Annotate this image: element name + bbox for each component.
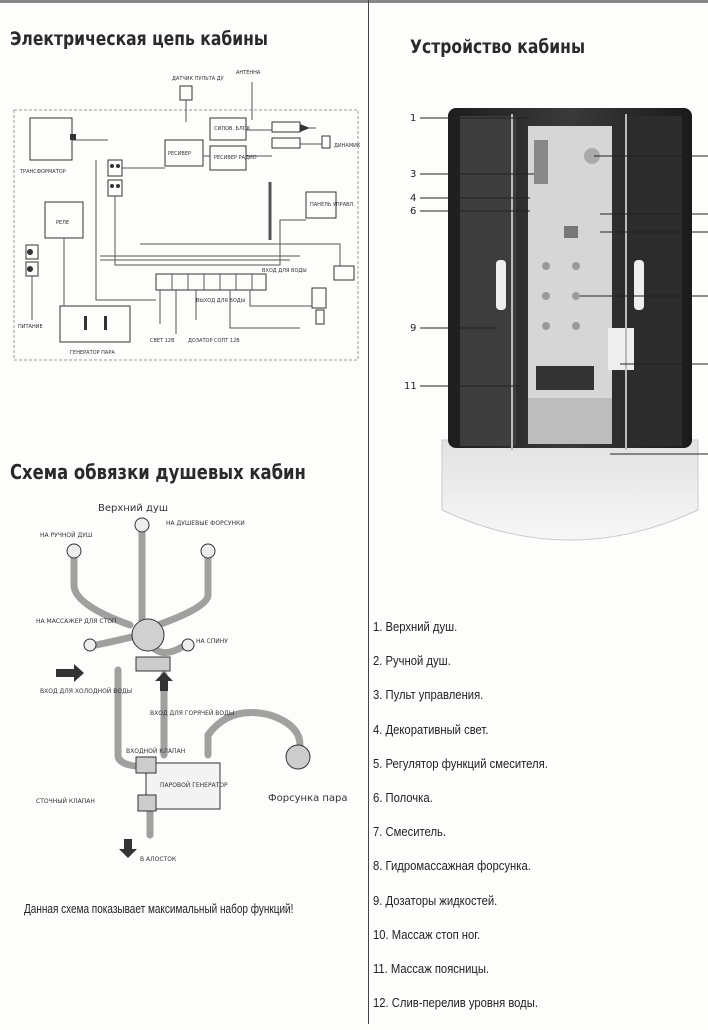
label-control-panel: ПАНЕЛЬ УПРАВЛ. bbox=[310, 202, 355, 208]
heading-plumbing-scheme: Схема обвязки душевых кабин bbox=[10, 460, 306, 484]
label-top-shower: Верхний душ bbox=[98, 503, 168, 514]
label-speaker: ДИНАМИК bbox=[334, 143, 361, 149]
list-item: 10. Массаж стоп ног. bbox=[373, 927, 481, 942]
label-steam-gen: ПАРОВОЙ ГЕНЕРАТОР bbox=[160, 782, 228, 789]
label-steam-generator: ГЕНЕРАТОР ПАРА bbox=[70, 350, 115, 356]
list-item: 2. Ручной душ. bbox=[373, 654, 451, 669]
label-remote-sensor: ДАТЧИК ПУЛЬТА ДУ bbox=[172, 76, 224, 82]
label-dispenser: ДОЗАТОР СОПТ 12В bbox=[188, 338, 240, 344]
label-hand-shower: НА РУЧНОЙ ДУШ bbox=[40, 532, 92, 539]
label-light: СВЕТ 12В bbox=[150, 338, 175, 344]
list-item: 7. Смеситель. bbox=[373, 825, 446, 840]
label-radio-receiver: РЕСИВЕР РАДИО bbox=[214, 155, 257, 161]
heading-electric-circuit: Электрическая цепь кабины bbox=[10, 28, 268, 50]
list-item: 1. Верхний душ. bbox=[373, 620, 458, 634]
list-item: 12. Слив-перелив уровня воды. bbox=[373, 996, 538, 1011]
label-drain: В АЛОСТОК bbox=[140, 856, 177, 863]
label-steam-nozzle: Форсунка пара bbox=[268, 793, 348, 804]
list-item: 8. Гидромассажная форсунка. bbox=[373, 859, 531, 874]
scheme-note: Данная схема показывает максимальный наб… bbox=[24, 902, 294, 916]
label-foot-massage: НА МАССАЖЕР ДЛЯ СТОП bbox=[36, 618, 116, 625]
list-item: 9. Дозаторы жидкостей. bbox=[373, 893, 498, 908]
label-receiver: РЕСИВЕР bbox=[168, 151, 191, 157]
heading-cabin-device: Устройство кабины bbox=[410, 36, 586, 58]
label-back: НА СПИНУ bbox=[196, 638, 228, 645]
label-hot-water: ВХОД ДЛЯ ГОРЯЧЕЙ ВОДЫ bbox=[150, 710, 234, 717]
label-drain-valve: СТОЧНЫЙ КЛАПАН bbox=[36, 798, 95, 805]
plumbing-scheme-diagram: НА РУЧНОЙ ДУШ НА ДУШЕВЫЕ ФОРСУНКИ НА МАС… bbox=[0, 495, 368, 875]
label-inlet-valve: ВХОДНОЙ КЛАПАН bbox=[126, 748, 185, 755]
column-divider bbox=[368, 0, 369, 1024]
cabin-device-illustration: 1 3 4 6 9 11 bbox=[380, 90, 708, 560]
list-item: 3. Пульт управления. bbox=[373, 688, 484, 703]
label-output-water: ВЫХОД ДЛЯ ВОДЫ bbox=[196, 298, 245, 304]
label-cold-water: ВХОД ДЛЯ ХОЛОДНОЙ ВОДЫ bbox=[40, 688, 132, 695]
callout-11: 11 bbox=[404, 381, 417, 392]
list-item: 5. Регулятор функций смесителя. bbox=[373, 756, 548, 771]
callout-6: 6 bbox=[410, 206, 416, 217]
page-top-edge bbox=[0, 0, 708, 3]
callout-1: 1 bbox=[410, 113, 416, 124]
label-power: ПИТАНИЕ bbox=[18, 324, 43, 330]
electric-circuit-diagram: ДАТЧИК ПУЛЬТА ДУ АНТЕННА ТРАНСФОРМАТОР Р… bbox=[0, 60, 368, 380]
callout-9: 9 bbox=[410, 323, 416, 334]
label-relay: РЕЛЕ bbox=[56, 220, 69, 226]
label-transformer: ТРАНСФОРМАТОР bbox=[19, 169, 66, 175]
callout-4: 4 bbox=[410, 193, 416, 204]
list-item: 11. Массаж поясницы. bbox=[373, 961, 490, 976]
label-power-block: СИЛОВ. БЛОК bbox=[214, 126, 251, 132]
list-item: 6. Полочка. bbox=[373, 790, 433, 805]
list-item: 4. Декоративный свет. bbox=[373, 722, 489, 737]
cabin-legend-list: 1. Верхний душ. 2. Ручной душ. 3. Пульт … bbox=[373, 620, 703, 1030]
callout-3: 3 bbox=[410, 169, 416, 180]
label-antenna: АНТЕННА bbox=[236, 70, 261, 76]
label-input-water: ВХОД ДЛЯ ВОДЫ bbox=[262, 268, 307, 274]
label-shower-nozzles: НА ДУШЕВЫЕ ФОРСУНКИ bbox=[166, 520, 245, 527]
